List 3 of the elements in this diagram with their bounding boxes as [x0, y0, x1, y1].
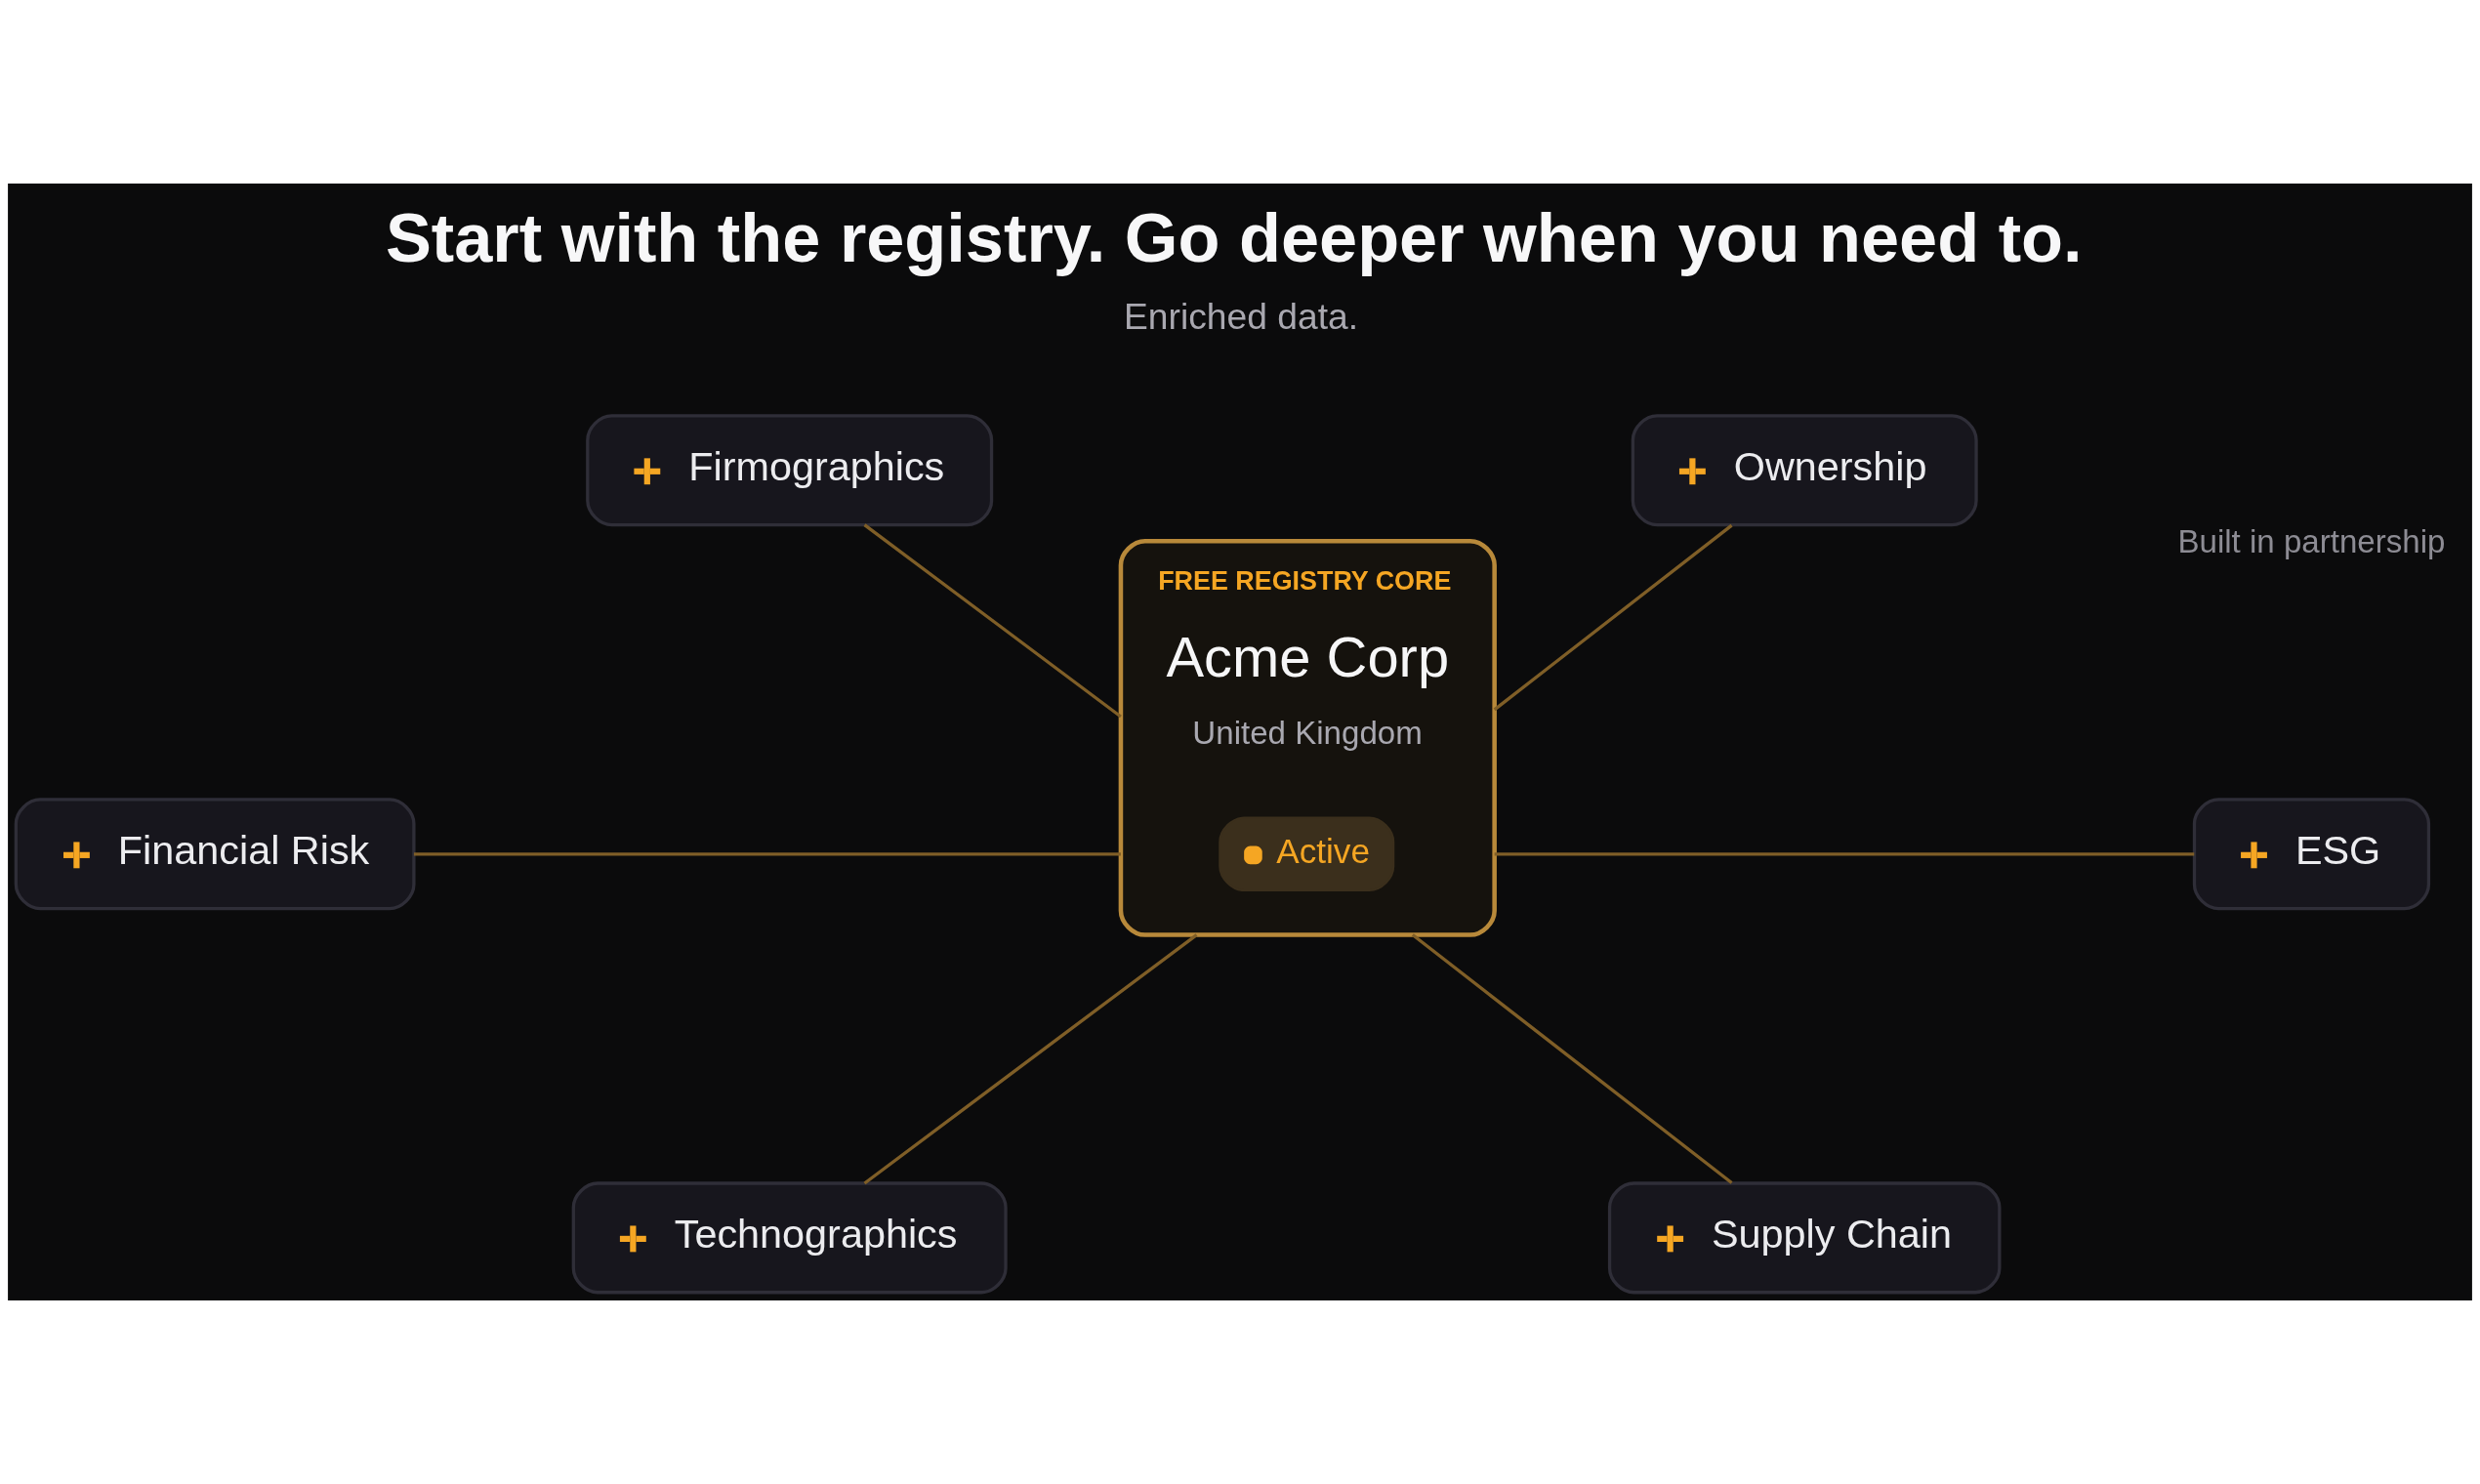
caption: Enriched data. [1124, 295, 1359, 337]
label: Built in partnership [2177, 523, 2446, 560]
diagram-title: Start with the registry. Go deeper when you need to. [385, 199, 2083, 277]
